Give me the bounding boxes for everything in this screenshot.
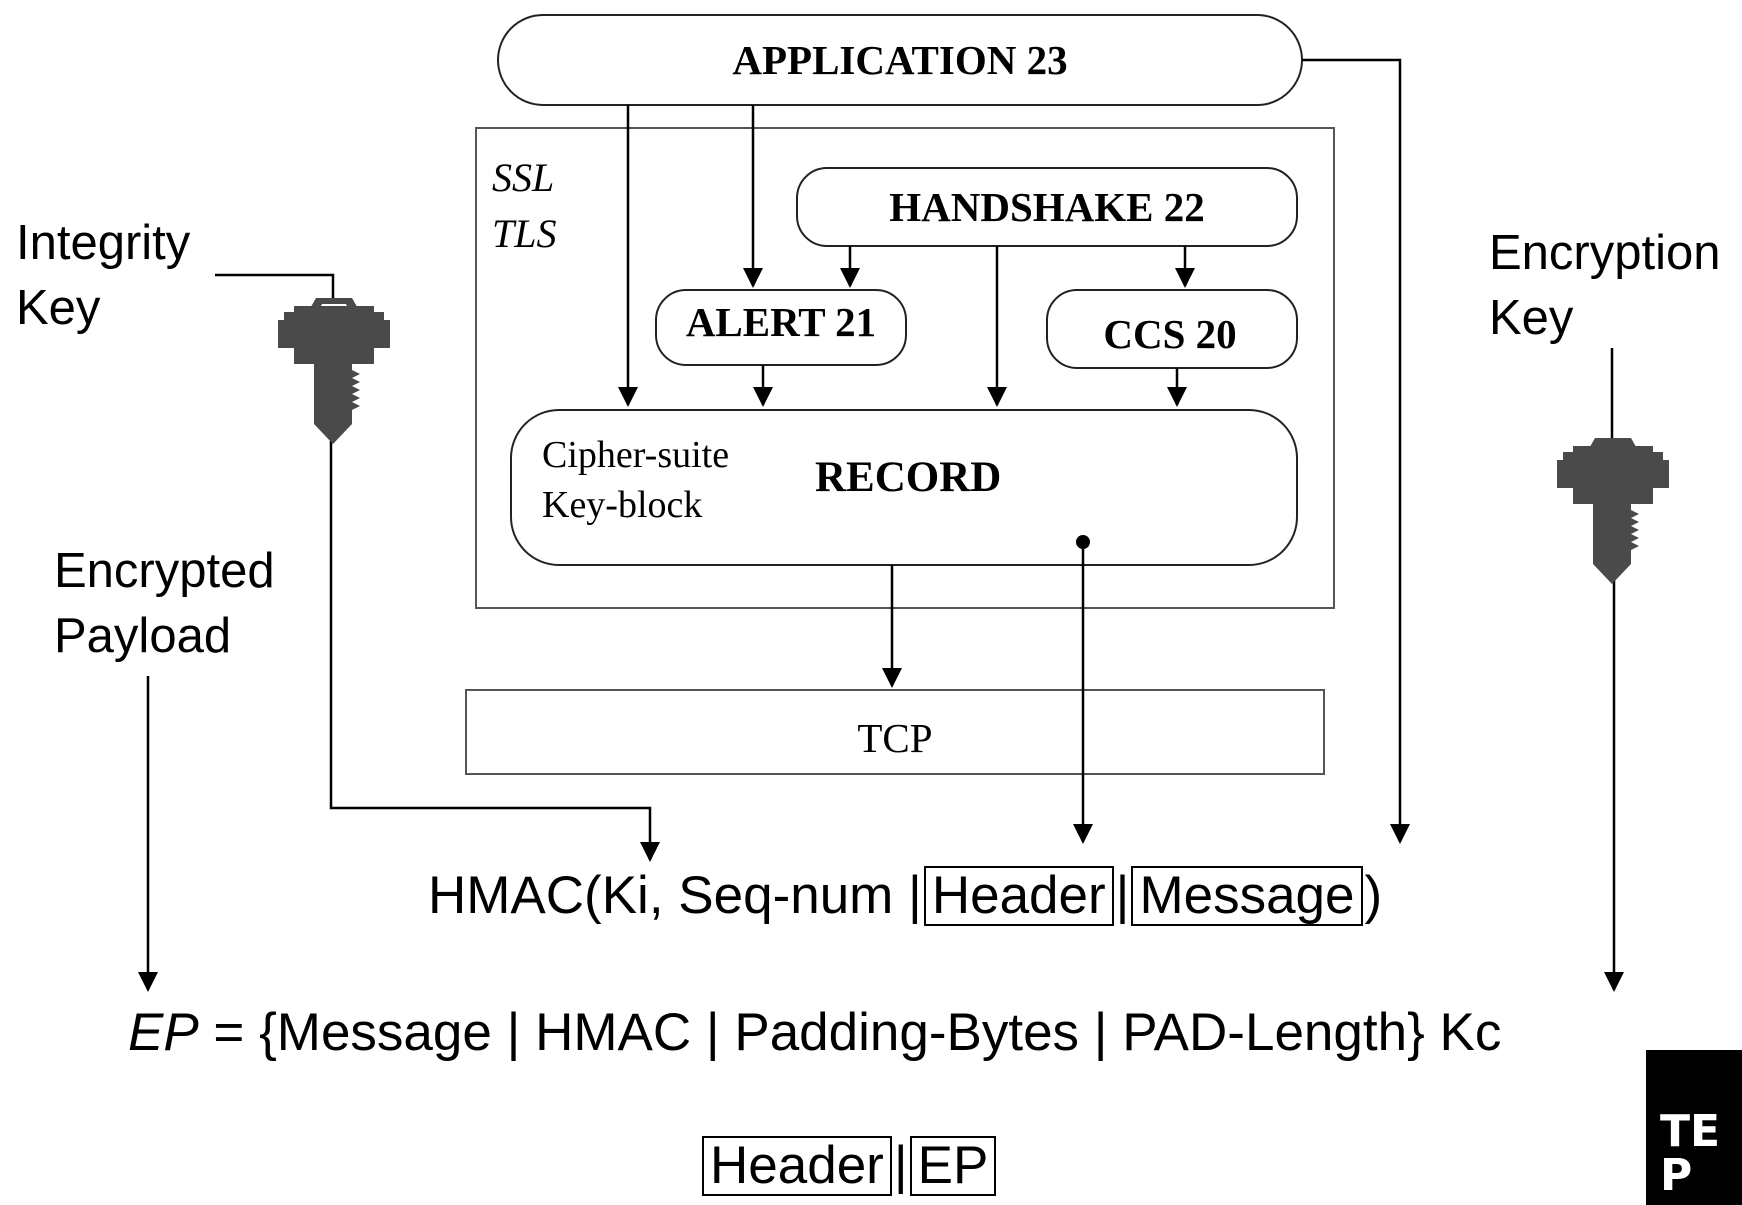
integrity-key-label-line2: Key: [16, 281, 101, 335]
packet-separator: |: [893, 1136, 908, 1195]
encryption-key-label-line1: Encryption: [1489, 226, 1721, 280]
ssl-label: SSL: [492, 155, 555, 200]
tcp-box: [465, 689, 1325, 775]
record-box: [510, 409, 1298, 566]
alert-label: ALERT 21: [685, 299, 877, 345]
corner-logo-text: TE P: [1660, 1106, 1721, 1201]
record-label: RECORD: [815, 454, 1002, 501]
cipher-suite-label: Cipher-suite: [542, 434, 730, 476]
integrity-key-icon: [278, 298, 390, 444]
arrow-application-to-message: [1302, 58, 1410, 844]
tcp-label: TCP: [857, 715, 933, 761]
application-label: APPLICATION 23: [732, 37, 1068, 83]
packet-formula: Header|EP: [700, 1136, 998, 1196]
arrow-integrity-key-to-hmac: [329, 440, 660, 862]
integrity-key-label-line1: Integrity: [16, 216, 191, 270]
hmac-suffix: ): [1364, 866, 1383, 925]
ssl-tls-frame: [475, 127, 1335, 609]
hmac-message-box: Message: [1131, 866, 1363, 926]
encrypted-payload-label-line2: Payload: [54, 609, 232, 663]
encryption-key-label-line2: Key: [1489, 291, 1574, 345]
ep-formula: EP = {Message | HMAC | Padding-Bytes | P…: [128, 1006, 1501, 1059]
key-block-label: Key-block: [542, 484, 703, 526]
ccs-label: CCS 20: [1103, 311, 1237, 357]
handshake-label: HANDSHAKE 22: [889, 184, 1205, 230]
hmac-formula: HMAC(Ki, Seq-num |Header|Message): [428, 866, 1382, 926]
ep-symbol: EP: [128, 1003, 199, 1062]
alert-box: [655, 289, 907, 366]
corner-logo: TE P: [1646, 1050, 1742, 1205]
hmac-header-box: Header: [923, 866, 1114, 926]
packet-header-box: Header: [702, 1136, 892, 1196]
handshake-box: [796, 167, 1298, 247]
encryption-key-icon: [1557, 438, 1669, 584]
ccs-box: [1046, 289, 1298, 369]
packet-ep-box: EP: [909, 1136, 997, 1196]
ep-body: = {Message | HMAC | Padding-Bytes | PAD-…: [198, 1003, 1502, 1062]
hmac-prefix: HMAC(Ki, Seq-num |: [428, 866, 922, 925]
encrypted-payload-label-line1: Encrypted: [54, 544, 275, 598]
hmac-separator: |: [1115, 866, 1130, 925]
tls-label: TLS: [492, 211, 557, 256]
integrity-key-leader: [215, 273, 335, 300]
